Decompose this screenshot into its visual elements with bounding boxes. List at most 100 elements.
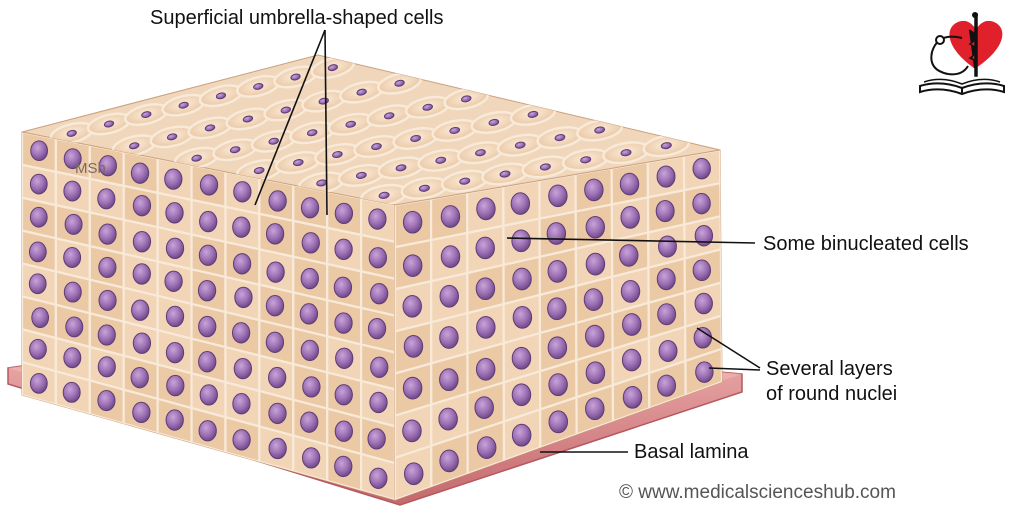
cell-nucleus xyxy=(367,428,386,450)
cell-nucleus xyxy=(231,322,251,344)
cell-nucleus xyxy=(132,401,151,424)
cell-nucleus xyxy=(302,376,321,398)
umbrella-cell-nucleus xyxy=(191,154,202,162)
umbrella-cell-nucleus xyxy=(292,159,304,167)
cell-nucleus xyxy=(510,192,531,215)
cell-nucleus xyxy=(369,467,388,489)
cell-nucleus xyxy=(97,188,116,210)
cell-nucleus xyxy=(165,305,185,328)
umbrella-cell-nucleus xyxy=(306,129,318,137)
cell-nucleus xyxy=(97,356,116,378)
cell-nucleus xyxy=(63,247,82,268)
cell-nucleus xyxy=(132,263,151,285)
cell-nucleus xyxy=(31,307,50,329)
umbrella-cell-nucleus xyxy=(383,112,395,120)
cell-nucleus xyxy=(583,288,604,311)
cell-nucleus xyxy=(370,283,389,305)
umbrella-cell-nucleus xyxy=(410,134,421,143)
cell-nucleus xyxy=(402,419,422,443)
umbrella-cell-nucleus xyxy=(215,92,227,100)
umbrella-cell-nucleus xyxy=(660,142,672,150)
cell-nucleus xyxy=(585,324,605,348)
cell-nucleus xyxy=(165,409,184,431)
cell-nucleus xyxy=(585,252,606,276)
cell-nucleus xyxy=(475,236,495,260)
umbrella-cell-nucleus xyxy=(527,110,539,118)
cell-nucleus xyxy=(300,197,320,219)
top-surface xyxy=(21,54,721,206)
cell-nucleus xyxy=(548,184,568,208)
cell-nucleus xyxy=(97,389,116,412)
cell-nucleus xyxy=(63,148,82,170)
label-superficial-cells: Superficial umbrella-shaped cells xyxy=(150,7,444,29)
cell-nucleus xyxy=(692,192,711,215)
umbrella-cell-nucleus xyxy=(371,142,382,151)
cell-nucleus xyxy=(164,168,183,190)
cell-nucleus xyxy=(300,411,319,433)
cell-nucleus xyxy=(474,396,494,419)
cell-nucleus xyxy=(621,348,642,372)
cell-nucleus xyxy=(334,420,353,442)
umbrella-cell-nucleus xyxy=(514,141,526,149)
cell-nucleus xyxy=(197,280,217,302)
cell-nucleus xyxy=(29,173,48,195)
cell-nucleus xyxy=(511,229,531,253)
right-face xyxy=(394,149,723,501)
umbrella-cell-nucleus xyxy=(253,82,264,90)
umbrella-cell-nucleus xyxy=(128,142,140,150)
umbrella-cell-nucleus xyxy=(394,79,405,87)
cell-nucleus xyxy=(232,253,252,275)
cell-nucleus xyxy=(440,245,461,268)
umbrella-cell-nucleus xyxy=(422,103,434,111)
heart-caduceus-logo-icon xyxy=(919,12,1005,96)
cell-nucleus xyxy=(512,306,533,329)
umbrella-cell-nucleus xyxy=(594,126,606,134)
umbrella-cell-nucleus xyxy=(66,129,77,137)
umbrella-cell-nucleus xyxy=(539,163,551,171)
cell-nucleus xyxy=(475,277,496,301)
cell-nucleus xyxy=(585,215,606,239)
cell-nucleus xyxy=(233,357,253,380)
cell-nucleus xyxy=(619,172,640,196)
cell-nucleus xyxy=(132,231,152,253)
umbrella-cell-nucleus xyxy=(435,156,447,164)
cell-nucleus xyxy=(265,331,285,353)
open-book-icon xyxy=(919,78,1005,96)
cell-nucleus xyxy=(367,317,387,340)
umbrella-cell-nucleus xyxy=(554,134,566,142)
umbrella-cell-nucleus xyxy=(253,167,265,175)
cell-nucleus xyxy=(585,397,605,421)
cell-nucleus xyxy=(63,347,82,369)
umbrella-cell-nucleus xyxy=(475,149,486,157)
cell-nucleus xyxy=(402,210,423,234)
cell-nucleus xyxy=(369,391,388,414)
cell-nucleus xyxy=(334,455,353,478)
cell-nucleus xyxy=(475,357,496,381)
cell-nucleus xyxy=(268,402,287,425)
cell-nucleus xyxy=(584,178,604,202)
umbrella-cell-nucleus xyxy=(242,115,254,123)
cell-nucleus xyxy=(693,327,713,349)
cell-nucleus xyxy=(29,338,47,360)
cell-nucleus xyxy=(28,273,47,295)
cell-nucleus xyxy=(548,410,569,434)
cell-nucleus xyxy=(402,294,422,318)
cell-nucleus xyxy=(266,261,285,283)
cell-nucleus xyxy=(63,180,82,202)
cell-nucleus xyxy=(199,174,219,196)
cell-nucleus xyxy=(694,292,713,315)
cell-nucleus xyxy=(265,295,285,317)
umbrella-cell-nucleus xyxy=(580,156,592,164)
umbrella-cell-nucleus xyxy=(280,106,292,114)
leader-lines xyxy=(254,29,761,453)
umbrella-cell-nucleus xyxy=(378,191,390,199)
cell-nucleus xyxy=(300,267,319,290)
cell-nucleus xyxy=(656,268,676,291)
front-face xyxy=(21,131,396,501)
cell-nucleus xyxy=(301,447,321,469)
cell-nucleus xyxy=(265,223,285,245)
umbrella-cell-nucleus xyxy=(103,120,115,128)
cell-nucleus xyxy=(334,202,354,225)
cell-nucleus xyxy=(130,162,150,184)
